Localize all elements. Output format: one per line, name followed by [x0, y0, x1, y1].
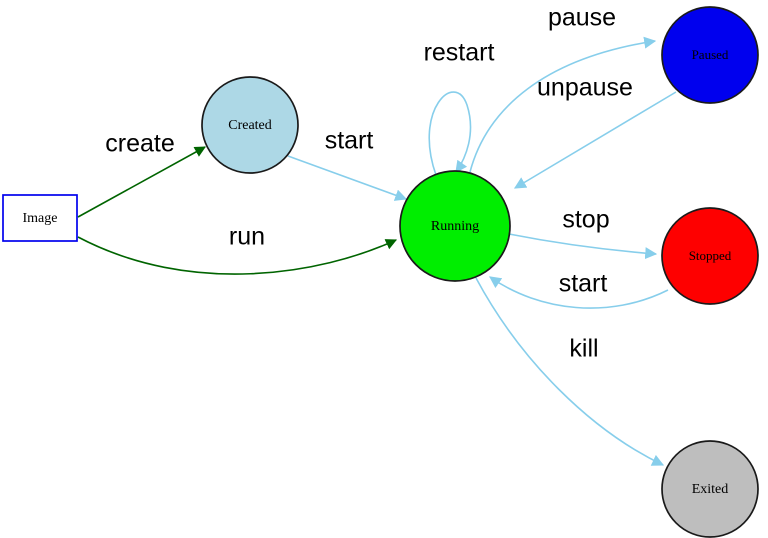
node-image-shape: [2, 194, 78, 242]
edge-start-created[interactable]: start: [287, 127, 408, 201]
edge-restart[interactable]: restart: [424, 39, 495, 176]
node-image[interactable]: Image: [2, 194, 78, 242]
edge-pause-label: pause: [548, 4, 616, 32]
node-stopped-shape: [661, 207, 759, 305]
node-created[interactable]: Created: [201, 76, 299, 174]
node-running[interactable]: Running: [399, 170, 511, 282]
node-exited-shape: [661, 440, 759, 538]
edge-start-stopped[interactable]: start: [489, 270, 669, 309]
edge-create-label: create: [105, 130, 174, 158]
edge-unpause-path: [513, 91, 677, 189]
node-stopped[interactable]: Stopped: [661, 207, 759, 305]
edge-create[interactable]: create: [77, 130, 206, 218]
edge-start-stopped-path: [489, 276, 669, 309]
edge-start-stopped-label: start: [559, 270, 608, 298]
edge-restart-path: [428, 91, 472, 176]
edge-stop[interactable]: stop: [508, 206, 658, 260]
edge-restart-label: restart: [424, 39, 495, 67]
edge-start-created-path: [287, 155, 408, 201]
edge-run-label: run: [229, 223, 265, 251]
edge-stop-label: stop: [562, 206, 609, 234]
edge-create-path: [77, 146, 206, 218]
edge-kill-path: [475, 277, 665, 466]
node-created-shape: [201, 76, 299, 174]
edge-pause[interactable]: pause: [469, 4, 657, 173]
edge-run[interactable]: run: [77, 223, 398, 275]
node-exited[interactable]: Exited: [661, 440, 759, 538]
node-running-shape: [399, 170, 511, 282]
edge-kill-label: kill: [569, 335, 598, 363]
edge-kill[interactable]: kill: [475, 277, 665, 466]
edge-stop-path: [508, 233, 658, 260]
node-paused-shape: [661, 6, 759, 104]
edge-unpause[interactable]: unpause: [513, 74, 677, 189]
edge-start-created-label: start: [325, 127, 374, 155]
edge-unpause-label: unpause: [537, 74, 633, 102]
edge-run-path: [77, 236, 398, 275]
node-paused[interactable]: Paused: [661, 6, 759, 104]
edge-pause-path: [469, 36, 657, 173]
